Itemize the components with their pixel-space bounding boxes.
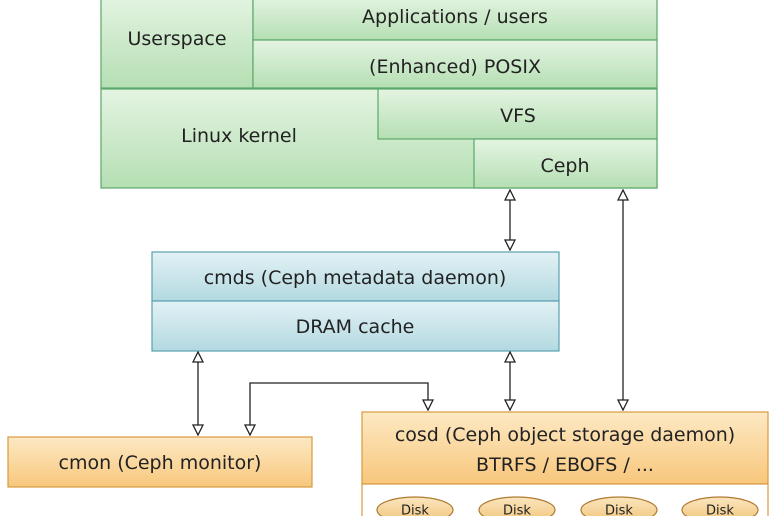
vfs-label: VFS <box>500 105 536 127</box>
mds-block: cmds (Ceph metadata daemon) DRAM cache <box>151 251 560 352</box>
disk-label: Disk <box>503 504 531 516</box>
disk-icon <box>376 496 454 516</box>
ceph-label: Ceph <box>540 155 589 177</box>
disk-icon <box>580 496 658 516</box>
client-stack: Userspace Applications / users (Enhanced… <box>100 0 658 189</box>
userspace-box <box>100 0 254 89</box>
osd-fs-label: BTRFS / EBOFS / ... <box>476 454 654 476</box>
disk-3: Disk <box>681 496 759 516</box>
arrow-monitor-to-osd <box>250 382 428 435</box>
osd-block: cosd (Ceph object storage daemon) BTRFS … <box>361 411 769 516</box>
dram-cache-label: DRAM cache <box>296 316 415 338</box>
userspace-label: Userspace <box>127 28 226 50</box>
posix-box <box>252 39 658 89</box>
applications-box <box>252 0 658 41</box>
monitor-title: cmon (Ceph monitor) <box>59 452 262 474</box>
posix-label: (Enhanced) POSIX <box>369 56 541 78</box>
monitor-box <box>7 436 313 488</box>
disk-1: Disk <box>478 496 556 516</box>
kernel-label: Linux kernel <box>181 125 297 147</box>
applications-label: Applications / users <box>362 6 548 28</box>
mds-box <box>151 251 560 302</box>
vfs-box <box>377 88 658 140</box>
osd-title: cosd (Ceph object storage daemon) <box>395 424 735 446</box>
disk-2: Disk <box>580 496 658 516</box>
ceph-box <box>473 138 658 189</box>
dram-cache-box <box>151 300 560 352</box>
disk-0: Disk <box>376 496 454 516</box>
connectors <box>198 190 623 435</box>
mds-title: cmds (Ceph metadata daemon) <box>204 267 507 289</box>
disk-label: Disk <box>401 504 429 516</box>
disk-icon <box>681 496 759 516</box>
disk-label: Disk <box>706 504 734 516</box>
disk-label: Disk <box>605 504 633 516</box>
disk-icon <box>478 496 556 516</box>
monitor-block: cmon (Ceph monitor) <box>7 436 313 488</box>
